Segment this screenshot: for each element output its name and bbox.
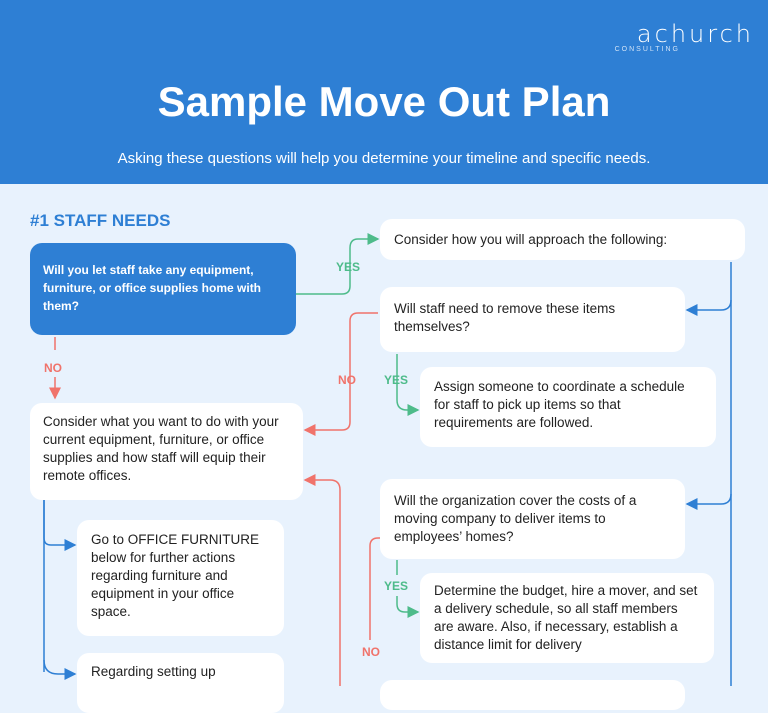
label-no-1: NO (44, 361, 62, 375)
connector-to-moving-costs (685, 493, 732, 510)
connector-no-remove (303, 312, 378, 436)
brand-logo: achurch (636, 20, 754, 48)
question-equipment: Will you let staff take any equipment, f… (30, 243, 296, 335)
node-moving-costs: Will the organization cover the costs of… (380, 479, 685, 559)
node-consider-current: Consider what you want to do with your c… (30, 403, 303, 500)
node-next (380, 680, 685, 710)
node-remove-items: Will staff need to remove these items th… (380, 287, 685, 352)
page-subtitle: Asking these questions will help you det… (117, 150, 651, 167)
node-approach: Consider how you will approach the follo… (380, 219, 745, 260)
label-no-2: NO (338, 373, 356, 387)
node-coordinate: Assign someone to coordinate a schedule … (420, 367, 716, 447)
label-no-3: NO (362, 645, 380, 659)
connector-yes-moving (396, 560, 418, 612)
header-banner: achurch CONSULTING Sample Move Out Plan … (0, 0, 768, 184)
connector-to-setting-up (43, 659, 77, 680)
brand-logo-subtitle: CONSULTING (614, 46, 680, 53)
connector-to-office-furniture (43, 500, 77, 551)
label-yes-2: YES (384, 373, 409, 387)
label-yes-3: YES (384, 579, 409, 593)
node-office-furniture: Go to OFFICE FURNITURE below for further… (77, 520, 284, 636)
label-yes-1: YES (336, 260, 361, 274)
page-title: Sample Move Out Plan (157, 78, 611, 125)
connector-yes-remove (396, 354, 420, 416)
node-setting-up: Regarding setting up (77, 653, 284, 713)
connector-yes-approach (296, 233, 380, 295)
connector-to-remove-items (685, 299, 732, 316)
flow-connectors (0, 233, 732, 686)
node-budget: Determine the budget, hire a mover, and … (420, 573, 714, 663)
section-title: #1 STAFF NEEDS (30, 211, 171, 230)
